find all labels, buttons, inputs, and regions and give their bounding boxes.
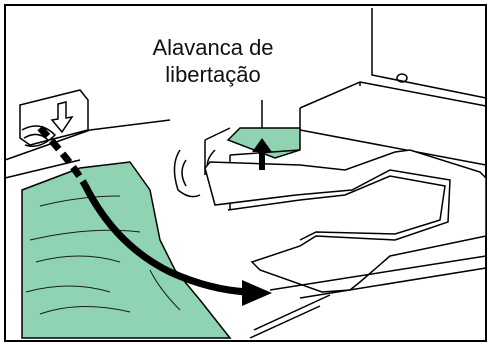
jammed-paper	[21, 161, 232, 339]
paper-path-arrow-icon	[37, 125, 272, 306]
output-tray	[204, 149, 487, 293]
release-lever-label-line2: libertação	[165, 62, 261, 87]
release-lever-label: Alavanca de libertação	[138, 34, 288, 88]
lever-up-arrow-icon	[252, 138, 272, 170]
machine-body	[299, 8, 487, 166]
release-lever-label-line1: Alavanca de	[152, 35, 274, 60]
lower-rails	[249, 255, 487, 339]
down-arrow-slot-icon	[19, 89, 89, 147]
diagram-border	[4, 4, 487, 342]
